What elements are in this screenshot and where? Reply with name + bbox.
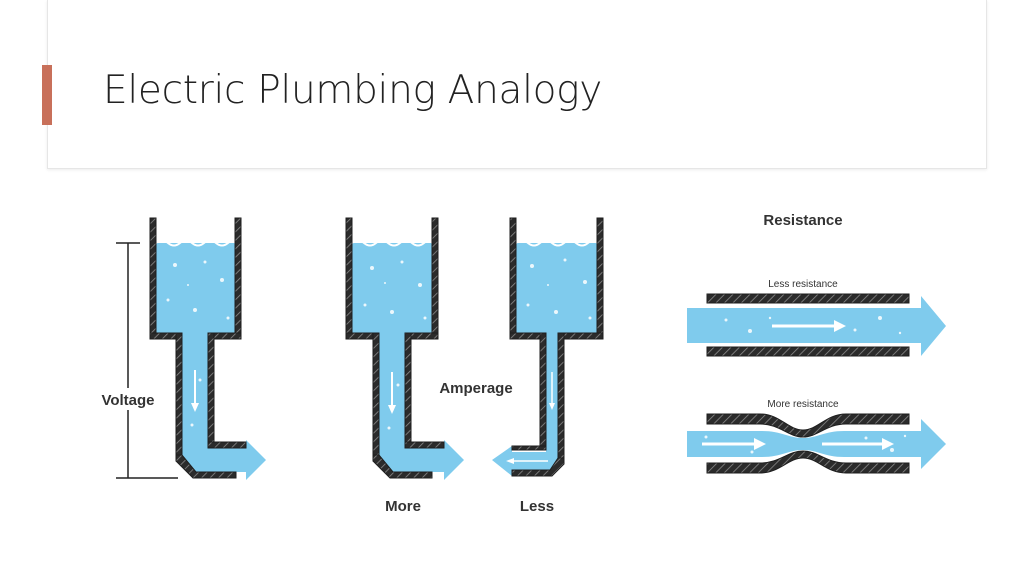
title-card xyxy=(47,0,987,169)
title-accent-bar xyxy=(42,65,52,125)
voltage-tank xyxy=(149,217,266,480)
less-resistance-pipe xyxy=(687,293,946,357)
more-resistance-pipe xyxy=(687,413,946,474)
slide-title: Electric Plumbing Analogy xyxy=(103,68,603,113)
less-resistance-label: Less resistance xyxy=(768,279,838,290)
voltage-label: Voltage xyxy=(101,392,154,409)
voltage-dimension-line xyxy=(116,242,178,479)
more-label: More xyxy=(385,498,421,515)
less-label: Less xyxy=(520,498,554,515)
amperage-label: Amperage xyxy=(439,380,512,397)
less-amperage-tank xyxy=(492,217,604,477)
more-resistance-label: More resistance xyxy=(767,399,839,410)
resistance-heading: Resistance xyxy=(763,212,842,229)
more-amperage-tank xyxy=(345,217,464,480)
